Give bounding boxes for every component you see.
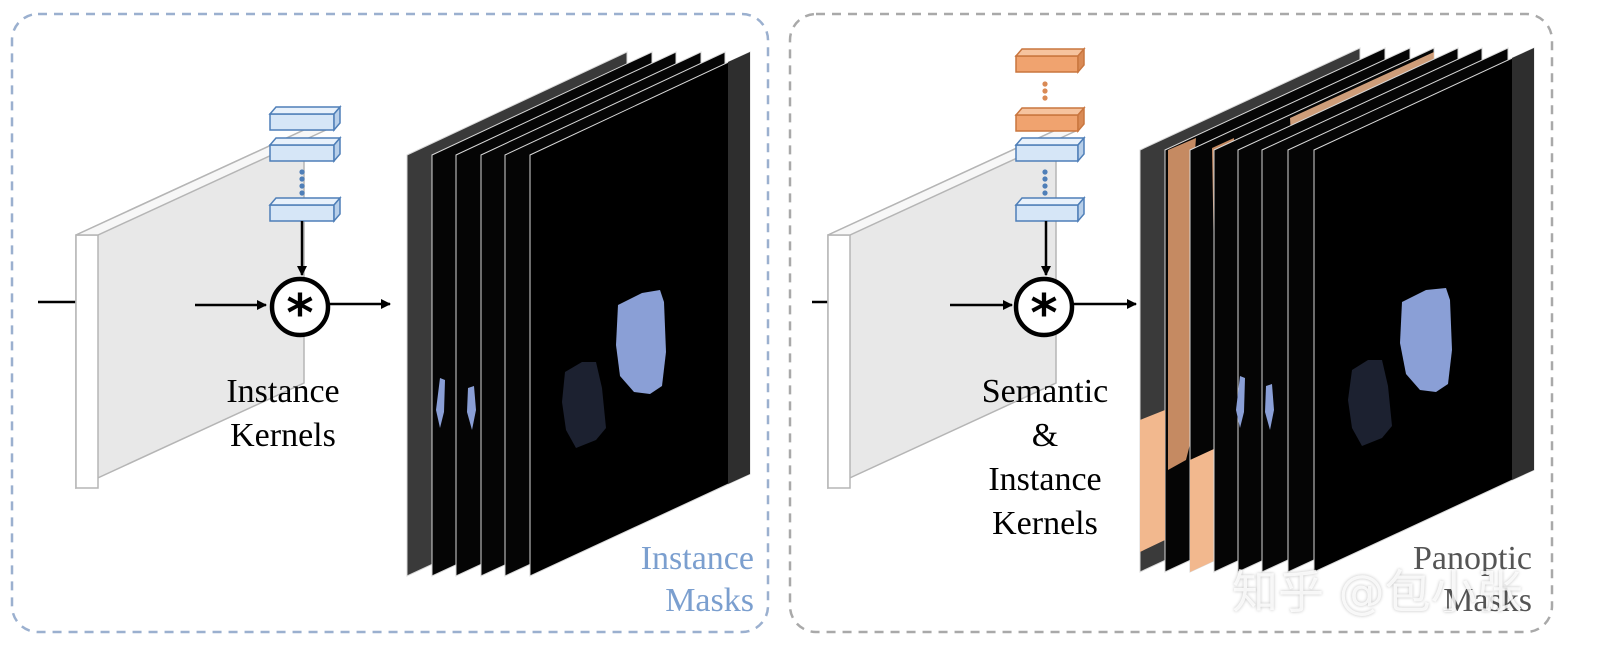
instance-kernels-label: Instance Kernels [198,370,368,458]
convolution-operator-right: * [1013,276,1075,344]
label-line: Instance [988,461,1102,498]
instance-kernels [268,104,342,224]
instance-region [1265,384,1274,430]
instance-region [1400,288,1452,392]
instance-region-shadow [1348,360,1392,446]
label-line: Masks [1443,582,1532,619]
instance-kernel [268,195,342,224]
mask-layer-side [1512,48,1534,480]
feature-map [75,128,327,490]
instance-kernel [268,104,342,133]
semantic-region [1190,448,1216,572]
label-line: Instance [226,373,340,410]
operator-symbol-right: * [1030,284,1057,344]
operator-symbol: * [286,284,313,344]
label-line: Semantic [981,373,1109,410]
label-line: Kernels [992,505,1098,542]
watermark: 知乎 @包小张 [1232,565,1523,619]
instance-region-shadow [562,362,606,448]
instance-panel-border [10,12,770,634]
instance-region [1236,376,1245,428]
semantic-kernel [1014,46,1086,75]
label-line: Panoptic [1413,540,1532,577]
kernel-ellipsis [299,169,305,196]
semantic-instance-kernels-label: Semantic & Instance Kernels [955,370,1135,546]
semantic-kernel [1014,105,1086,134]
instance-region [436,378,445,428]
label-line: Masks [665,582,754,619]
label-line: Instance [640,540,754,577]
instance-masks-label: Instance Masks [641,538,754,622]
instance-kernel [1014,135,1086,164]
mask-layer-side [728,52,750,484]
kernel-ellipsis [1042,169,1048,196]
panoptic-panel-border [788,12,1554,634]
instance-kernels-right [1014,135,1086,224]
instance-region [616,290,666,394]
instance-kernel [1014,195,1086,224]
panoptic-masks-label: Panoptic Masks [1413,538,1532,622]
instance-mask-stack [406,51,751,577]
panoptic-mask-stack [1139,47,1535,573]
instance-region [467,386,476,430]
convolution-operator: * [269,276,331,344]
semantic-kernels [1014,46,1086,134]
semantic-kernel-ellipsis [1042,81,1048,101]
label-line: Kernels [230,417,336,454]
instance-kernel [268,135,342,164]
semantic-region [1140,410,1165,552]
label-line: & [1031,417,1059,454]
